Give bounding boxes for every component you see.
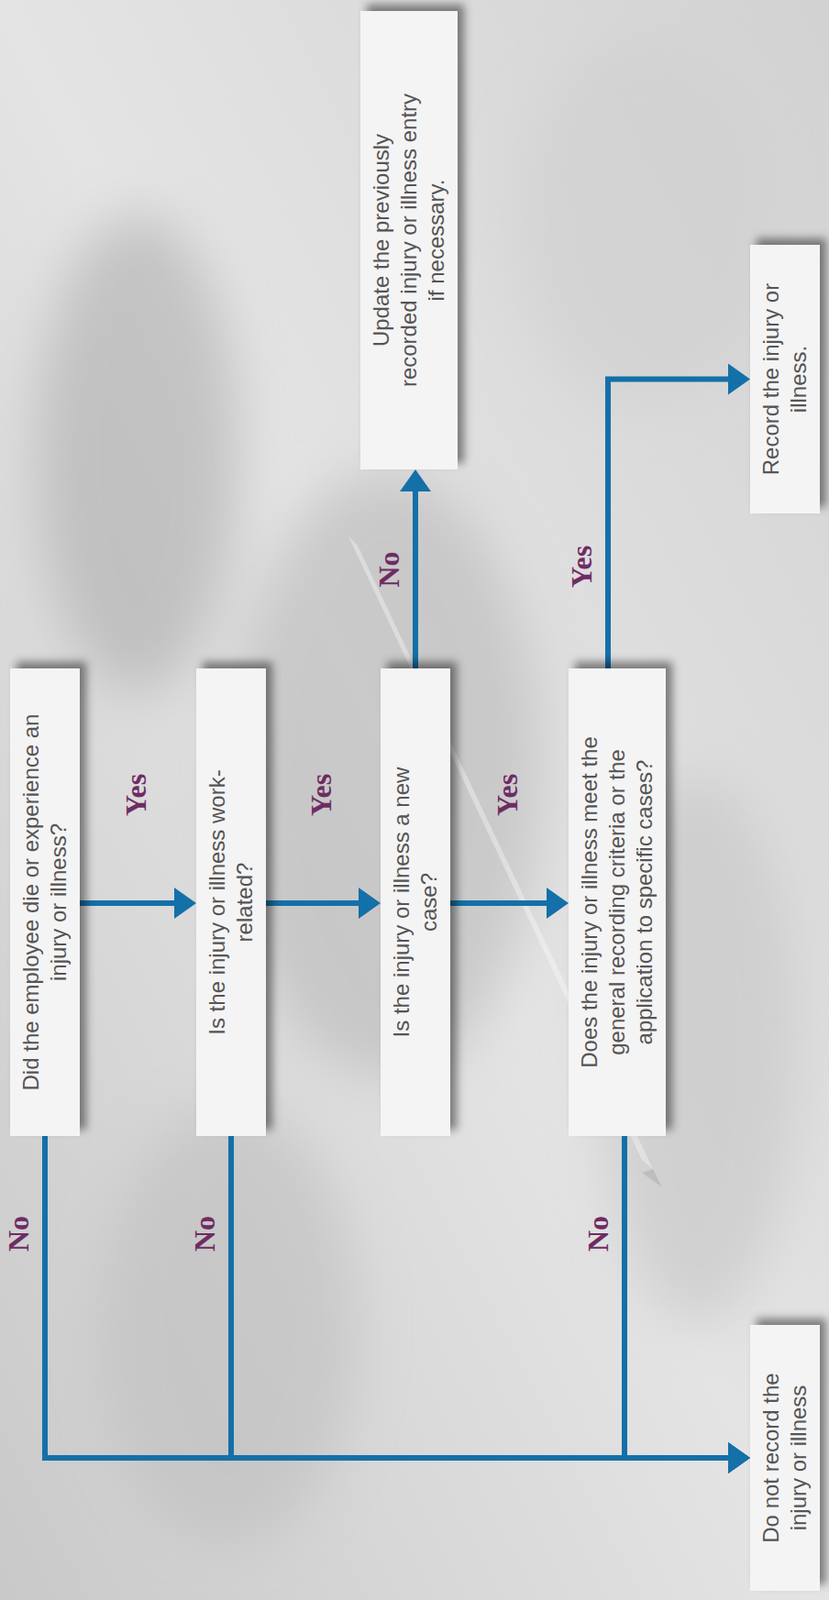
action-box: Update the previously recorded injury or… xyxy=(360,11,458,470)
box-text: Does the injury or illness meet the gene… xyxy=(575,732,659,1073)
connector-line xyxy=(231,1136,730,1459)
flow-arrow xyxy=(79,887,197,919)
connector-line xyxy=(607,379,730,670)
decision-box: Does the injury or illness meet the gene… xyxy=(568,668,666,1137)
connector-line xyxy=(412,489,419,669)
arrowhead xyxy=(728,1442,751,1474)
arrowhead xyxy=(728,364,751,396)
branch-label: Yes xyxy=(305,773,338,817)
connector-line xyxy=(624,1136,730,1459)
connector-line xyxy=(265,900,361,907)
connector-line xyxy=(79,900,177,907)
branch-label: No xyxy=(582,1215,615,1252)
branch-label: Yes xyxy=(120,773,153,817)
box-text: Record the injury or illness. xyxy=(757,283,813,476)
branch-label: No xyxy=(2,1215,35,1252)
flow-arrow xyxy=(607,364,751,670)
box-text: Is the injury or illness work-related? xyxy=(203,764,259,1040)
arrowhead xyxy=(728,1442,751,1474)
action-box: Do not record the injury or illness xyxy=(750,1325,820,1592)
arrowhead xyxy=(358,887,381,919)
branch-label: Yes xyxy=(565,545,598,588)
decision-box: Is the injury or illness a new case? xyxy=(380,668,451,1137)
branch-label: No xyxy=(188,1215,222,1252)
box-text: Do not record the injury or illness xyxy=(757,1352,813,1564)
decision-box: Is the injury or illness work-related? xyxy=(196,668,266,1137)
box-text: Is the injury or illness a new case? xyxy=(387,764,443,1040)
arrowhead xyxy=(174,887,197,919)
flow-arrow xyxy=(265,887,381,919)
connector-line xyxy=(450,900,549,907)
arrowhead xyxy=(546,887,569,919)
connector-line xyxy=(44,1136,730,1459)
flow-arrow xyxy=(450,887,569,919)
branch-label: No xyxy=(373,551,406,587)
box-text: Did the employee die or experience an in… xyxy=(17,700,73,1105)
flow-arrow xyxy=(44,1136,751,1474)
arrowhead xyxy=(728,1442,751,1474)
branch-label: Yes xyxy=(491,773,524,817)
flow-arrow xyxy=(624,1136,751,1474)
arrowhead xyxy=(399,469,432,492)
decision-box: Did the employee die or experience an in… xyxy=(10,668,80,1137)
flow-arrow xyxy=(231,1136,751,1474)
box-text: Update the previously recorded injury or… xyxy=(367,88,451,392)
action-box: Record the injury or illness. xyxy=(750,244,820,514)
